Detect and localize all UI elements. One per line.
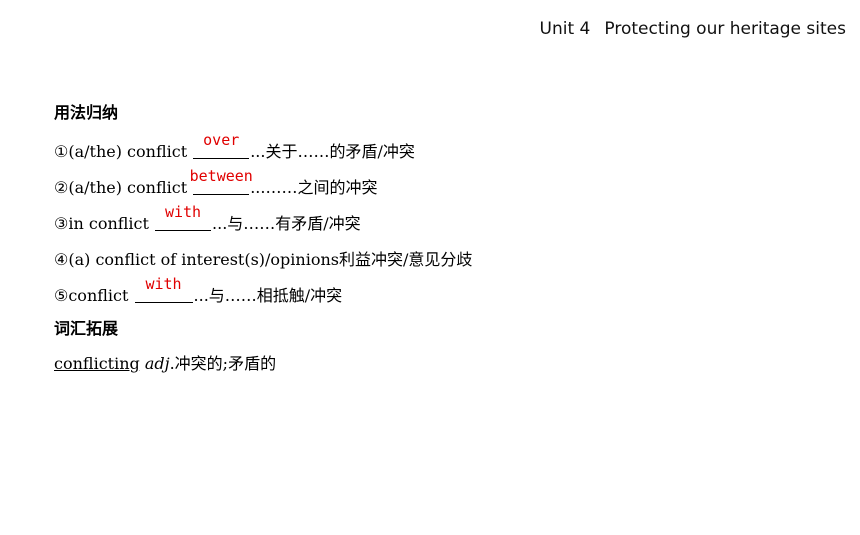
usage-item-1-prefix: ①(a/the) conflict	[54, 142, 193, 161]
vocab-word: conflicting	[54, 354, 140, 373]
main-content: 用法归纳 ①(a/the) conflict over ...关于……的矛盾/冲突…	[54, 100, 834, 382]
usage-item-3-suffix: ...与……有矛盾/冲突	[212, 214, 361, 233]
usage-item-3-prefix: ③in conflict	[54, 214, 155, 233]
usage-item-4: ④(a) conflict of interest(s)/opinions利益冲…	[54, 242, 834, 278]
usage-item-5-suffix: ...与……相抵触/冲突	[193, 286, 343, 305]
usage-item-1-suffix: ...关于……的矛盾/冲突	[250, 142, 415, 161]
fill-blank-2[interactable]: between	[190, 168, 253, 195]
blank-5-answer: with	[145, 275, 182, 293]
fill-blank-1[interactable]: over	[193, 132, 250, 159]
usage-item-5-prefix: ⑤conflict	[54, 286, 134, 305]
vocab-section-title: 词汇拓展	[54, 319, 119, 338]
vocab-pos: adj	[144, 354, 170, 373]
blank-1-answer: over	[203, 131, 240, 149]
usage-item-2: ②(a/the) conflict between...……之间的冲突	[54, 168, 834, 206]
vocab-meaning: .冲突的;矛盾的	[169, 354, 277, 373]
usage-item-2-suffix: ...……之间的冲突	[250, 178, 378, 197]
usage-item-2-prefix: ②(a/the) conflict	[54, 178, 193, 197]
blank-2-answer: between	[189, 167, 253, 185]
usage-item-1: ①(a/the) conflict over ...关于……的矛盾/冲突	[54, 132, 834, 170]
unit-label: Unit 4	[539, 19, 591, 39]
usage-item-3: ③in conflict with ...与……有矛盾/冲突	[54, 204, 834, 242]
blank-3-answer: with	[164, 203, 202, 221]
usage-item-5: ⑤conflict with ...与……相抵触/冲突	[54, 276, 834, 314]
vocab-item: conflicting adj.冲突的;矛盾的	[54, 346, 834, 382]
page-header: Unit 4 Protecting our heritage sites	[540, 19, 846, 39]
fill-blank-5[interactable]: with	[134, 276, 193, 303]
fill-blank-3[interactable]: with	[155, 204, 212, 231]
usage-section-title: 用法归纳	[54, 103, 119, 122]
usage-item-4-text: ④(a) conflict of interest(s)/opinions利益冲…	[54, 250, 473, 269]
unit-title: Protecting our heritage sites	[604, 19, 846, 39]
